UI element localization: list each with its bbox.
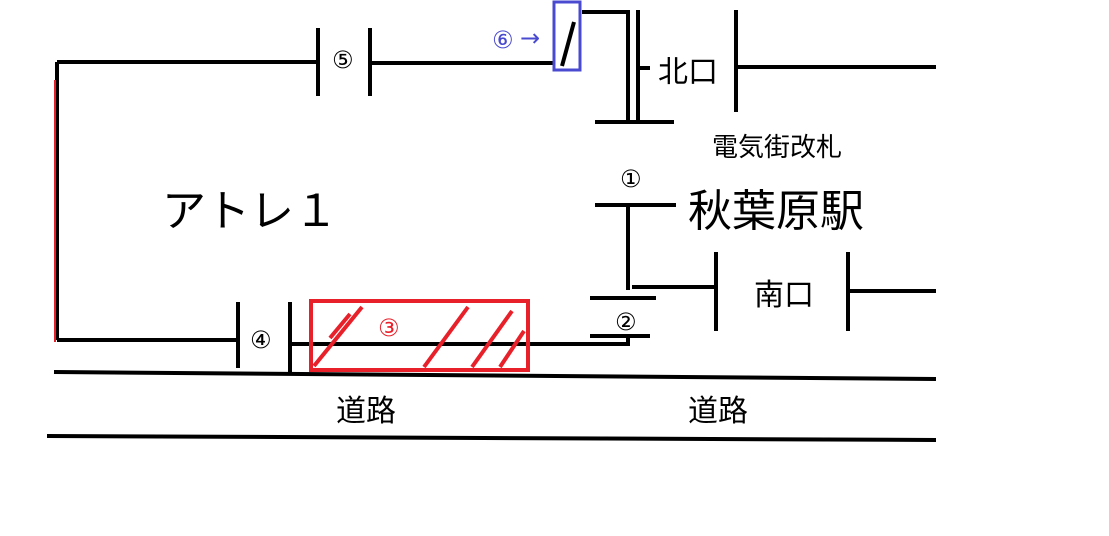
marker-5: ⑤ xyxy=(332,46,354,74)
marker-4: ④ xyxy=(250,326,272,354)
south-exit-label: 南口 xyxy=(754,278,814,313)
road-label-right: 道路 xyxy=(688,394,748,429)
atre-label: アトレ１ xyxy=(162,186,338,237)
north-exit-structure xyxy=(582,10,936,124)
gate-5 xyxy=(316,28,555,96)
marker-6-arrow: → xyxy=(520,24,540,52)
north-exit-label: 北口 xyxy=(658,55,718,90)
marker-6: ⑥ xyxy=(492,26,514,54)
gate-4-and-corridor xyxy=(236,302,630,372)
highlight-6-box xyxy=(552,0,582,72)
road-label-left: 道路 xyxy=(336,394,396,429)
station-label: 秋葉原駅 xyxy=(688,186,864,237)
marker-3: ③ xyxy=(378,314,400,342)
highlight-6-door xyxy=(560,21,576,67)
marker-2: ② xyxy=(615,308,637,336)
road-lines xyxy=(46,370,937,442)
center-gate-structure xyxy=(590,203,716,346)
atre-outline xyxy=(55,60,318,342)
south-exit-structure xyxy=(714,252,936,331)
highlight-3-area xyxy=(309,299,530,372)
marker-1: ① xyxy=(620,165,642,193)
denkigai-gate-label: 電気街改札 xyxy=(712,133,842,163)
